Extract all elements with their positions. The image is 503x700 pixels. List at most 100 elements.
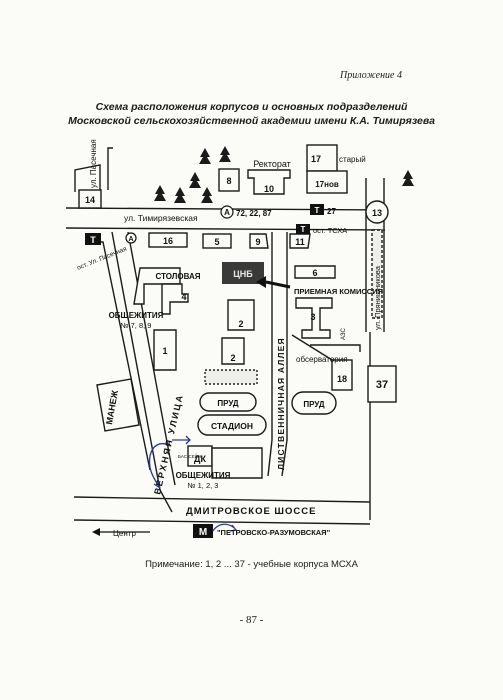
rektorat-label: Ректорат xyxy=(253,159,291,169)
page-number: - 87 - xyxy=(239,614,264,626)
building-6 xyxy=(294,265,336,279)
building-5-label: 5 xyxy=(214,237,219,247)
observatory-road xyxy=(310,344,361,352)
building-4 xyxy=(161,283,189,315)
tree-icon xyxy=(174,187,186,203)
metro-name-label: "ПЕТРОВСКО-РАЗУМОВСКАЯ" xyxy=(217,528,331,537)
metro-icon xyxy=(193,524,213,538)
appendix-label: Приложение 4 xyxy=(340,70,402,81)
building-18-label: 18 xyxy=(337,374,347,384)
stolovaya-building xyxy=(133,267,181,305)
tram-icon xyxy=(310,204,324,215)
azs-label: АЗС xyxy=(341,328,347,340)
street-listvennichnaya: ЛИСТВЕННИЧНАЯ АЛЛЕЯ xyxy=(276,337,286,470)
building-2-north-label: 2 xyxy=(238,319,243,329)
building-3 xyxy=(295,297,333,339)
building-9-label: 9 xyxy=(255,237,260,247)
trees xyxy=(154,146,414,203)
street-pasechnaya-stop: ост. Ул. Пасечная xyxy=(76,245,128,271)
park-strip xyxy=(371,229,383,319)
building-11-label: 11 xyxy=(295,237,305,247)
tree-icon xyxy=(201,187,213,203)
building-1-label: 1 xyxy=(162,346,167,356)
walking-route-dk xyxy=(172,435,191,445)
pond-1 xyxy=(199,392,257,412)
street-timiryazevskaya: ул. Тимирязевская xyxy=(124,213,198,223)
building-8 xyxy=(218,168,240,192)
building-8-label: 8 xyxy=(226,176,231,186)
building-2-south-label: 2 xyxy=(230,353,235,363)
building-17-old xyxy=(306,144,338,172)
tree-icon xyxy=(154,185,166,201)
street-pryanishnikova: ул. Прянишникова xyxy=(373,265,382,330)
tram-t-top: Т xyxy=(315,206,320,215)
tram-icon xyxy=(85,233,101,245)
building-9 xyxy=(249,233,269,249)
stop-tskha-label: ост. ТСХА xyxy=(313,226,347,235)
listvennichnaya-east-edge xyxy=(281,232,288,477)
tree-icon xyxy=(189,172,201,188)
building-3-label: 3 xyxy=(310,312,315,322)
map-title-line-1: Схема расположения корпусов и основных п… xyxy=(95,101,408,113)
timiryazevskaya-south-edge xyxy=(65,227,386,231)
walking-route-north xyxy=(148,442,171,489)
bassein-label: БАС-СЕЙН xyxy=(178,452,201,459)
tram-t-left: Т xyxy=(90,235,96,245)
tree-icon xyxy=(219,146,231,162)
walking-route-metro xyxy=(211,523,238,533)
priemnaya-komissiya-label: ПРИЕМНАЯ КОМИССИЯ xyxy=(294,287,383,296)
bus-stop-a-left-label: А xyxy=(128,236,133,243)
building-37-label: 37 xyxy=(376,379,388,391)
tram-t-stop: Т xyxy=(301,225,306,234)
listvennichnaya-west-edge xyxy=(267,232,273,477)
stolovaya-label: СТОЛОВАЯ xyxy=(155,272,200,281)
building-16 xyxy=(148,232,188,248)
building-14 xyxy=(78,189,102,209)
dk-label: ДК xyxy=(194,454,206,464)
obshchezhitiya-123-building xyxy=(211,447,263,479)
obshchezhitiya-789-numbers: № 7, 8, 9 xyxy=(121,321,152,330)
library-arrow xyxy=(265,280,291,289)
pond-2 xyxy=(291,391,337,415)
obshchezhitiya-123-label: ОБЩЕЖИТИЯ xyxy=(176,471,231,480)
building-37 xyxy=(367,365,397,403)
obshchezhitiya-789-label: ОБЩЕЖИТИЯ xyxy=(109,311,164,320)
map-title-line-2: Московской сельскохозяйственной академии… xyxy=(68,115,435,127)
building-17-new-label: 17нов xyxy=(315,180,339,189)
top-left-block xyxy=(74,164,101,192)
building-5 xyxy=(202,233,232,249)
tram-27-label: 27 xyxy=(327,207,336,216)
tram-routes-label: 72, 22, 87 xyxy=(236,209,272,218)
building-2-north xyxy=(227,299,255,331)
bus-stop-a-top-label: А xyxy=(224,208,230,217)
verkhnyaya-west-edge xyxy=(111,231,173,513)
obshchezhitiya-123-numbers: № 1, 2, 3 xyxy=(188,481,219,490)
library-block xyxy=(222,262,264,284)
dmitrovskoe-north-edge xyxy=(73,496,371,503)
pond-1-label: ПРУД xyxy=(217,399,239,408)
building-13 xyxy=(365,200,389,224)
arrow-left-icon xyxy=(92,528,100,536)
building-10-label: 10 xyxy=(264,184,274,194)
building-17-new xyxy=(306,170,348,194)
tram-icon xyxy=(296,224,310,234)
dmitrovskoe-south-edge xyxy=(73,519,371,525)
building-10 xyxy=(247,169,291,195)
legend-note: Примечание: 1, 2 ... 37 - учебные корпус… xyxy=(145,559,358,570)
street-dmitrovskoe: ДМИТРОВСКОЕ ШОССЕ xyxy=(186,506,316,517)
building-16-label: 16 xyxy=(163,236,173,246)
pond-2-label: ПРУД xyxy=(303,400,325,409)
tree-icon xyxy=(199,148,211,164)
building-1 xyxy=(153,329,177,371)
building-6-label: 6 xyxy=(312,268,317,278)
pond-reed-area xyxy=(204,369,258,385)
arrow-head-icon xyxy=(256,276,266,288)
pasechnaya-road-edge xyxy=(107,147,113,190)
building-17-label: 17 xyxy=(311,154,321,164)
building-13-label: 13 xyxy=(372,208,382,218)
building-17-old-label: старый xyxy=(339,155,366,164)
building-14-label: 14 xyxy=(85,195,95,205)
tree-icon xyxy=(402,170,414,186)
